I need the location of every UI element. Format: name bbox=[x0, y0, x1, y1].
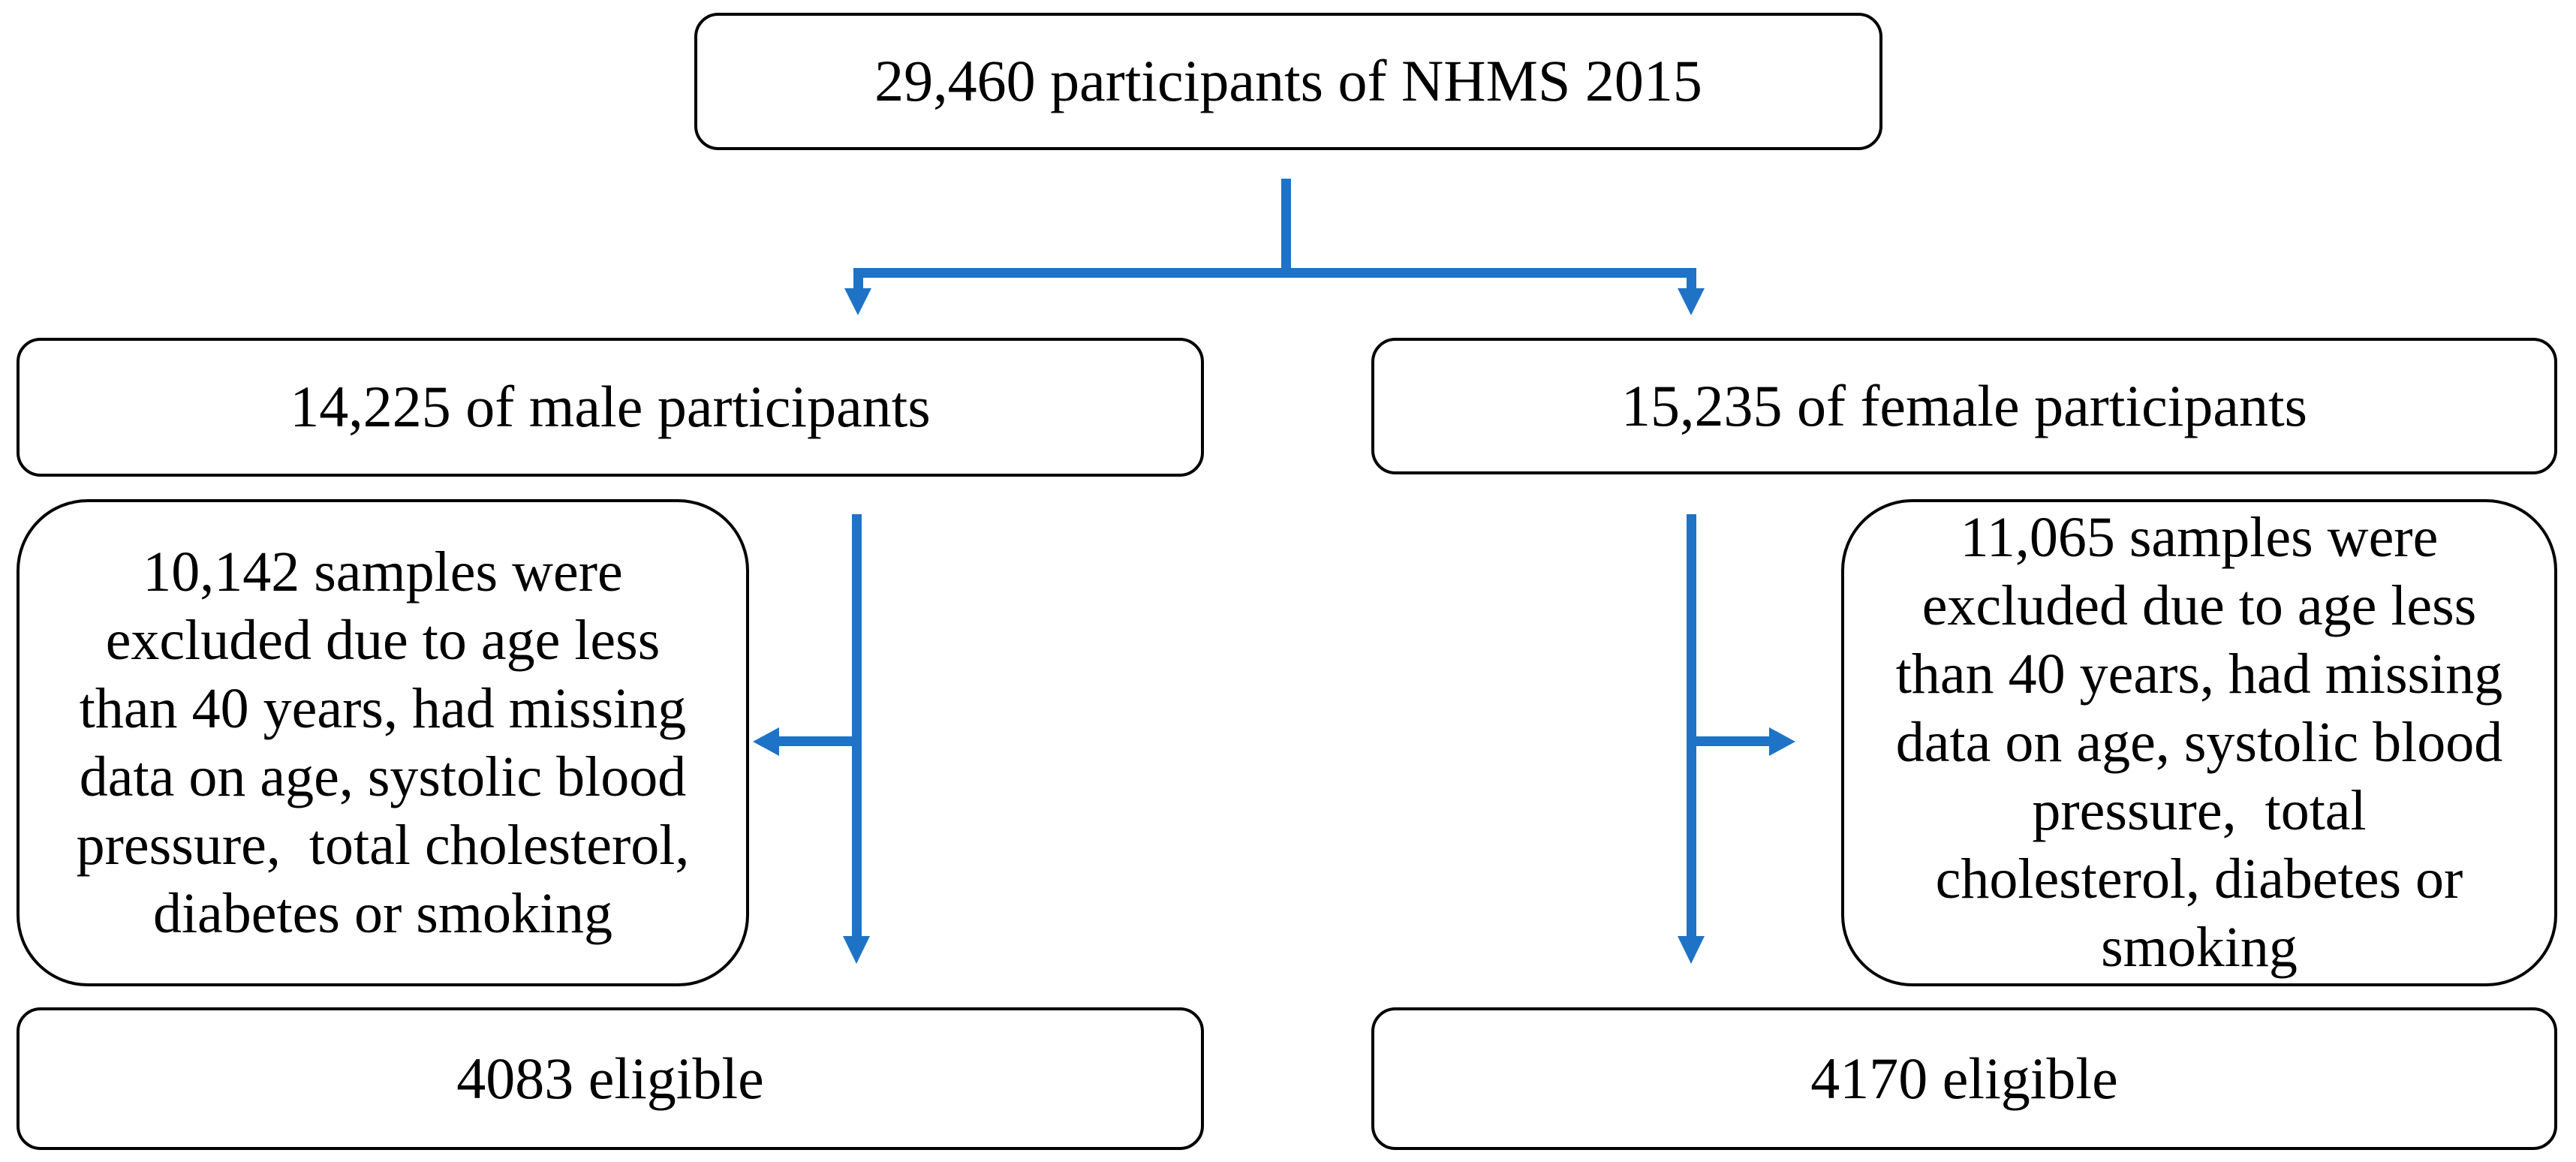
female-exclusion-box: 11,065 samples were excluded due to age … bbox=[1841, 499, 2557, 986]
split-left-drop-line bbox=[853, 278, 863, 289]
male-exclusion-box: 10,142 samples were excluded due to age … bbox=[17, 499, 749, 986]
female-down-arrowhead-icon bbox=[1678, 936, 1705, 964]
female-exclusion-branch-line bbox=[1691, 736, 1769, 746]
female-flow-arrow bbox=[1678, 514, 1795, 964]
female-exclusion-arrowhead-icon bbox=[1769, 727, 1795, 756]
female-eligible-label: 4170 eligible bbox=[1810, 1045, 2118, 1111]
male-participants-box: 14,225 of male participants bbox=[17, 338, 1204, 477]
male-exclusion-label: 10,142 samples were excluded due to age … bbox=[76, 540, 690, 945]
male-participants-label: 14,225 of male participants bbox=[290, 374, 931, 440]
split-right-drop-line bbox=[1687, 278, 1696, 289]
male-exclusion-arrowhead-icon bbox=[753, 727, 779, 756]
female-exclusion-label: 11,065 samples were excluded due to age … bbox=[1895, 506, 2503, 979]
total-participants-box: 29,460 participants of NHMS 2015 bbox=[694, 13, 1882, 150]
total-participants-label: 29,460 participants of NHMS 2015 bbox=[874, 48, 1702, 114]
male-eligible-box: 4083 eligible bbox=[17, 1007, 1204, 1150]
split-connector-arrow bbox=[844, 179, 1705, 315]
split-right-arrowhead-icon bbox=[1678, 288, 1705, 315]
male-down-arrowhead-icon bbox=[843, 936, 870, 964]
split-horizontal-line bbox=[853, 268, 1696, 278]
male-flow-arrow bbox=[753, 514, 870, 964]
female-eligible-box: 4170 eligible bbox=[1371, 1007, 2557, 1150]
split-stem-line bbox=[1281, 179, 1291, 273]
female-participants-label: 15,235 of female participants bbox=[1621, 372, 2308, 438]
male-vertical-line bbox=[852, 514, 862, 936]
male-exclusion-branch-line bbox=[778, 736, 856, 746]
male-eligible-label: 4083 eligible bbox=[456, 1045, 764, 1111]
split-left-arrowhead-icon bbox=[844, 288, 871, 315]
female-participants-box: 15,235 of female participants bbox=[1371, 338, 2557, 474]
female-vertical-line bbox=[1687, 514, 1696, 936]
